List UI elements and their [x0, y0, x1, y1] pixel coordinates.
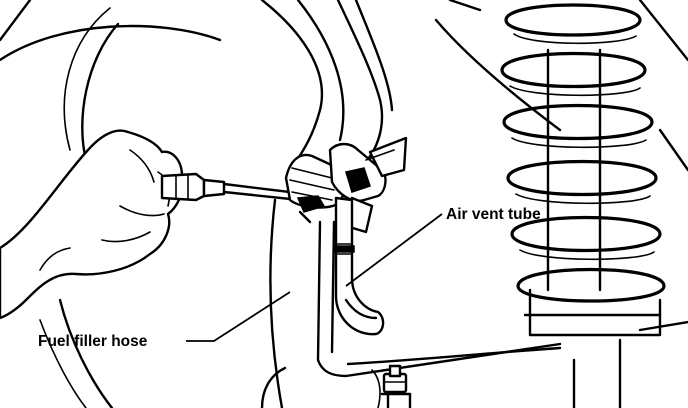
wheel-well-outline [0, 0, 222, 408]
air-vent-tube-label: Air vent tube [446, 206, 541, 223]
body-frame [260, 0, 688, 408]
air-vent-tube [333, 196, 385, 336]
bottom-bolt [380, 364, 412, 408]
fuel-filler-hose-label: Fuel filler hose [38, 333, 148, 350]
hand-with-screwdriver [0, 129, 308, 320]
fuel-filler-hose-leader [186, 291, 291, 342]
coil-spring-strut [500, 0, 688, 408]
air-vent-tube-leader [345, 213, 443, 287]
